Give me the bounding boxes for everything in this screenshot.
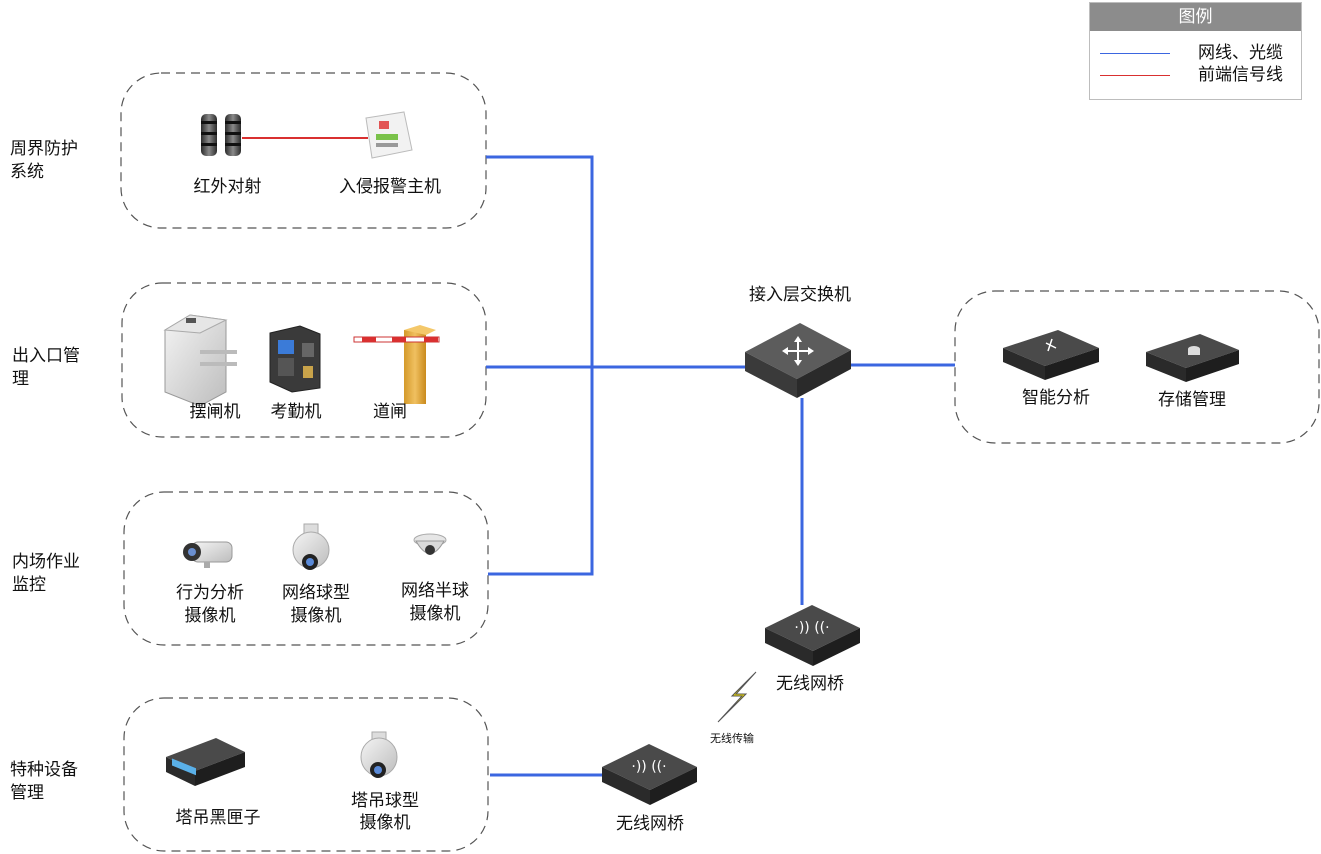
label-bridge-top: 无线网桥 [776,674,844,693]
analytics-server-icon [1003,330,1099,380]
group-box-special [123,697,489,852]
legend-swatch-blue [1100,53,1170,54]
group-box-server [954,290,1320,444]
label-bridge-bottom: 无线网桥 [616,814,684,833]
label-barrier: 道闸 [373,402,407,421]
group-box-monitoring [123,491,489,646]
legend-title: 图例 [1090,3,1301,31]
label-dome-cam-2: 摄像机 [290,606,342,625]
switch-icon [745,323,851,398]
label-analytics: 智能分析 [1022,388,1090,407]
label-blackbox: 塔吊黑匣子 [175,808,261,827]
label-attendance: 考勤机 [270,402,322,421]
storage-server-icon [1146,334,1239,382]
crane-dome-camera-icon [360,731,398,778]
legend-item-network: 网线、光缆 [1090,43,1301,63]
svg-text:·)) ((·: ·)) ((· [631,759,666,775]
lightning-icon [717,671,757,723]
alarm-host-icon [365,111,413,159]
wireless-bridge-bottom-icon: ·)) ((· [602,744,697,805]
legend-swatch-red [1100,75,1170,76]
group-label-monitoring: 内场作业监控 [12,552,80,594]
label-behavior-cam-2: 摄像机 [184,606,236,625]
group-label-access: 出入口管理 [12,346,80,388]
label-switch: 接入层交换机 [749,285,851,304]
wireless-bridge-top-icon: ·)) ((· [765,605,860,666]
label-behavior-cam-1: 行为分析 [176,583,244,602]
group-label-perimeter: 周界防护系统 [10,139,78,181]
attendance-machine-icon [269,325,321,393]
group-label-special: 特种设备管理 [10,760,78,802]
bullet-camera-icon [183,541,233,568]
label-dome-cam-1: 网络球型 [282,583,350,602]
label-half-dome-cam-1: 网络半球 [401,581,469,600]
network-lines [486,155,955,777]
turnstile-icon [163,314,237,407]
label-half-dome-cam-2: 摄像机 [409,604,461,623]
svg-text:·)) ((·: ·)) ((· [794,620,829,636]
legend-label-network: 网线、光缆 [1198,43,1283,62]
legend: 图例 网线、光缆 前端信号线 [1089,2,1302,100]
legend-label-signal: 前端信号线 [1198,65,1283,84]
legend-item-signal: 前端信号线 [1090,65,1301,85]
ptz-dome-camera-icon [292,523,330,570]
label-storage: 存储管理 [1158,390,1226,409]
label-crane-cam-1: 塔吊球型 [351,791,419,810]
half-dome-camera-icon [413,533,447,555]
group-box-perimeter [120,72,487,229]
ir-beam-icon [201,114,241,156]
label-alarm-host: 入侵报警主机 [339,177,441,196]
label-wireless-link: 无线传输 [710,733,754,745]
group-box-access [121,282,487,438]
label-turnstile: 摆闸机 [189,402,241,421]
barrier-gate-icon [353,325,440,404]
label-crane-cam-2: 摄像机 [359,813,411,832]
label-ir-beam: 红外对射 [193,177,262,196]
black-box-icon [166,738,245,786]
